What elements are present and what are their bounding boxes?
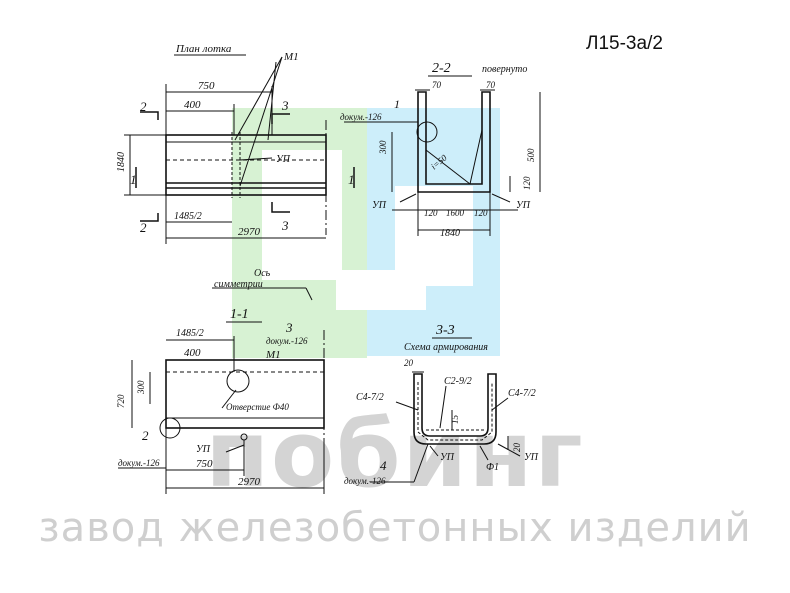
section33-f1-leader <box>479 445 489 461</box>
axis-label-line1: Ось <box>254 268 271 279</box>
section22-dim-300-label: 300 <box>378 140 388 155</box>
section33-callout4-number: 4 <box>380 458 387 473</box>
watermark-brand: побинг <box>205 401 585 508</box>
section22-title: 2-2 <box>432 61 451 76</box>
section33-subtitle: Схема армирования <box>404 342 488 353</box>
section11-up-leader <box>225 444 245 453</box>
section11-hole <box>240 433 248 441</box>
section22-slope <box>469 129 483 185</box>
section33-c4-leader <box>491 397 509 411</box>
section33-dim-20-top: 20 <box>404 358 414 368</box>
section-3-3 <box>370 371 521 483</box>
section33-title: 3-3 <box>435 323 455 338</box>
section22-dim-1600-label: 1600 <box>446 208 465 218</box>
section22-up-leader <box>491 193 511 203</box>
section22-dim-1840-label: 1840 <box>440 228 460 239</box>
plan-section3-mark <box>271 202 290 213</box>
plan-section3-top-number: 3 <box>281 98 289 113</box>
section11-label-up: УП <box>196 444 211 455</box>
section22-callout-number: 1 <box>394 97 400 111</box>
section11-callout2-number: 2 <box>142 428 149 443</box>
section22-dim-500-label: 500 <box>526 148 536 162</box>
plan-title: План лотка <box>175 43 232 55</box>
section11-callout3-doc: докум.-126 <box>266 336 308 346</box>
section22-note: повернуто <box>482 64 527 75</box>
plan-label-up: УП <box>276 154 291 165</box>
section-1-1 <box>118 330 325 494</box>
section33-profile <box>413 373 497 445</box>
plan-dim-1485-label: 1485/2 <box>174 211 202 222</box>
axis-label-line2: симметрии <box>214 279 263 290</box>
logo-cut-right <box>395 186 473 286</box>
plan-section2-bottom-number: 2 <box>140 220 147 235</box>
section33-up-leader <box>429 445 439 457</box>
section11-callout3-circle <box>226 369 250 393</box>
section11-hole-leader <box>221 389 237 409</box>
section11-dim-750-label: 750 <box>196 458 213 470</box>
plan-view <box>124 56 355 244</box>
section33-dim-15-label: 15 <box>450 415 460 425</box>
section22-profile <box>417 91 491 193</box>
section11-dim-2970-label: 2970 <box>238 476 261 488</box>
watermark-subtitle: завод железобетонных изделий <box>38 505 752 551</box>
section22-dim-120-left-label: 120 <box>424 208 438 218</box>
plan-m1-leader <box>239 56 283 187</box>
section33-up-left: УП <box>440 452 455 463</box>
axis-label-leader <box>305 287 313 301</box>
section22-dim-70-left: 70 <box>432 80 442 90</box>
section33-c4-right: С4-7/2 <box>508 388 536 399</box>
section22-up-left: УП <box>372 200 387 211</box>
section22-up-right: УП <box>516 200 531 211</box>
section22-dim-120-right-label: 120 <box>522 176 532 190</box>
section33-callout4-doc: докум.-126 <box>344 476 386 486</box>
plan-dim-750-label: 750 <box>198 80 215 92</box>
section22-callout-doc: докум.-126 <box>340 112 382 122</box>
drawing-code: Л15-3а/2 <box>586 33 663 54</box>
section33-c2-leader <box>439 385 447 429</box>
section33-rebar <box>417 382 493 441</box>
section11-dim-300-label: 300 <box>136 380 146 395</box>
plan-dim-400-label: 400 <box>184 99 201 111</box>
section11-dim-720-label: 720 <box>116 394 126 408</box>
plan-section3-mark <box>271 113 290 124</box>
section11-label-m1: М1 <box>265 349 281 361</box>
section11-callout3-number: 3 <box>285 320 293 335</box>
section11-callout2-circle <box>159 417 181 439</box>
section33-c4-leader <box>395 401 419 411</box>
section22-slope <box>425 149 471 185</box>
plan-section3-bottom-number: 3 <box>281 218 289 233</box>
section22-dim-70-right: 70 <box>486 80 496 90</box>
logo-cut-middle <box>336 270 426 310</box>
plan-section1-left-number: 1 <box>130 172 137 187</box>
section11-callout2-doc: докум.-126 <box>118 458 160 468</box>
section33-f1: Ф1 <box>486 462 499 473</box>
plan-m1-leader <box>234 56 283 141</box>
section33-callout4-leader <box>413 443 429 483</box>
section33-c2: С2-9/2 <box>444 376 472 387</box>
section33-up-leader <box>497 443 521 457</box>
plan-section2-mark <box>140 213 159 222</box>
section-2-2 <box>344 89 541 236</box>
section11-title: 1-1 <box>230 307 249 322</box>
section22-up-leader <box>399 193 417 203</box>
plan-dim-1840-label: 1840 <box>116 152 127 172</box>
plan-label-m1: М1 <box>283 51 299 63</box>
section33-up-right: УП <box>524 452 539 463</box>
section22-callout-circle <box>416 121 438 143</box>
plan-section2-top-number: 2 <box>140 99 147 114</box>
plan-dim-2970-label: 2970 <box>238 226 261 238</box>
drawing-lines <box>118 56 541 494</box>
plan-up-leader <box>239 157 273 161</box>
section33-dim-20-side: 20 <box>512 443 522 453</box>
section11-dim-1485-label: 1485/2 <box>176 328 204 339</box>
plan-section1-right-number: 1 <box>348 172 355 187</box>
plan-section2-mark <box>140 111 159 120</box>
section11-dim-400-label: 400 <box>184 347 201 359</box>
section11-hole-label: Отверстие Ф40 <box>226 402 289 412</box>
section22-dim-120-bottom-label: 120 <box>474 208 488 218</box>
logo-cut-left <box>262 150 342 280</box>
section33-c4-left: С4-7/2 <box>356 392 384 403</box>
